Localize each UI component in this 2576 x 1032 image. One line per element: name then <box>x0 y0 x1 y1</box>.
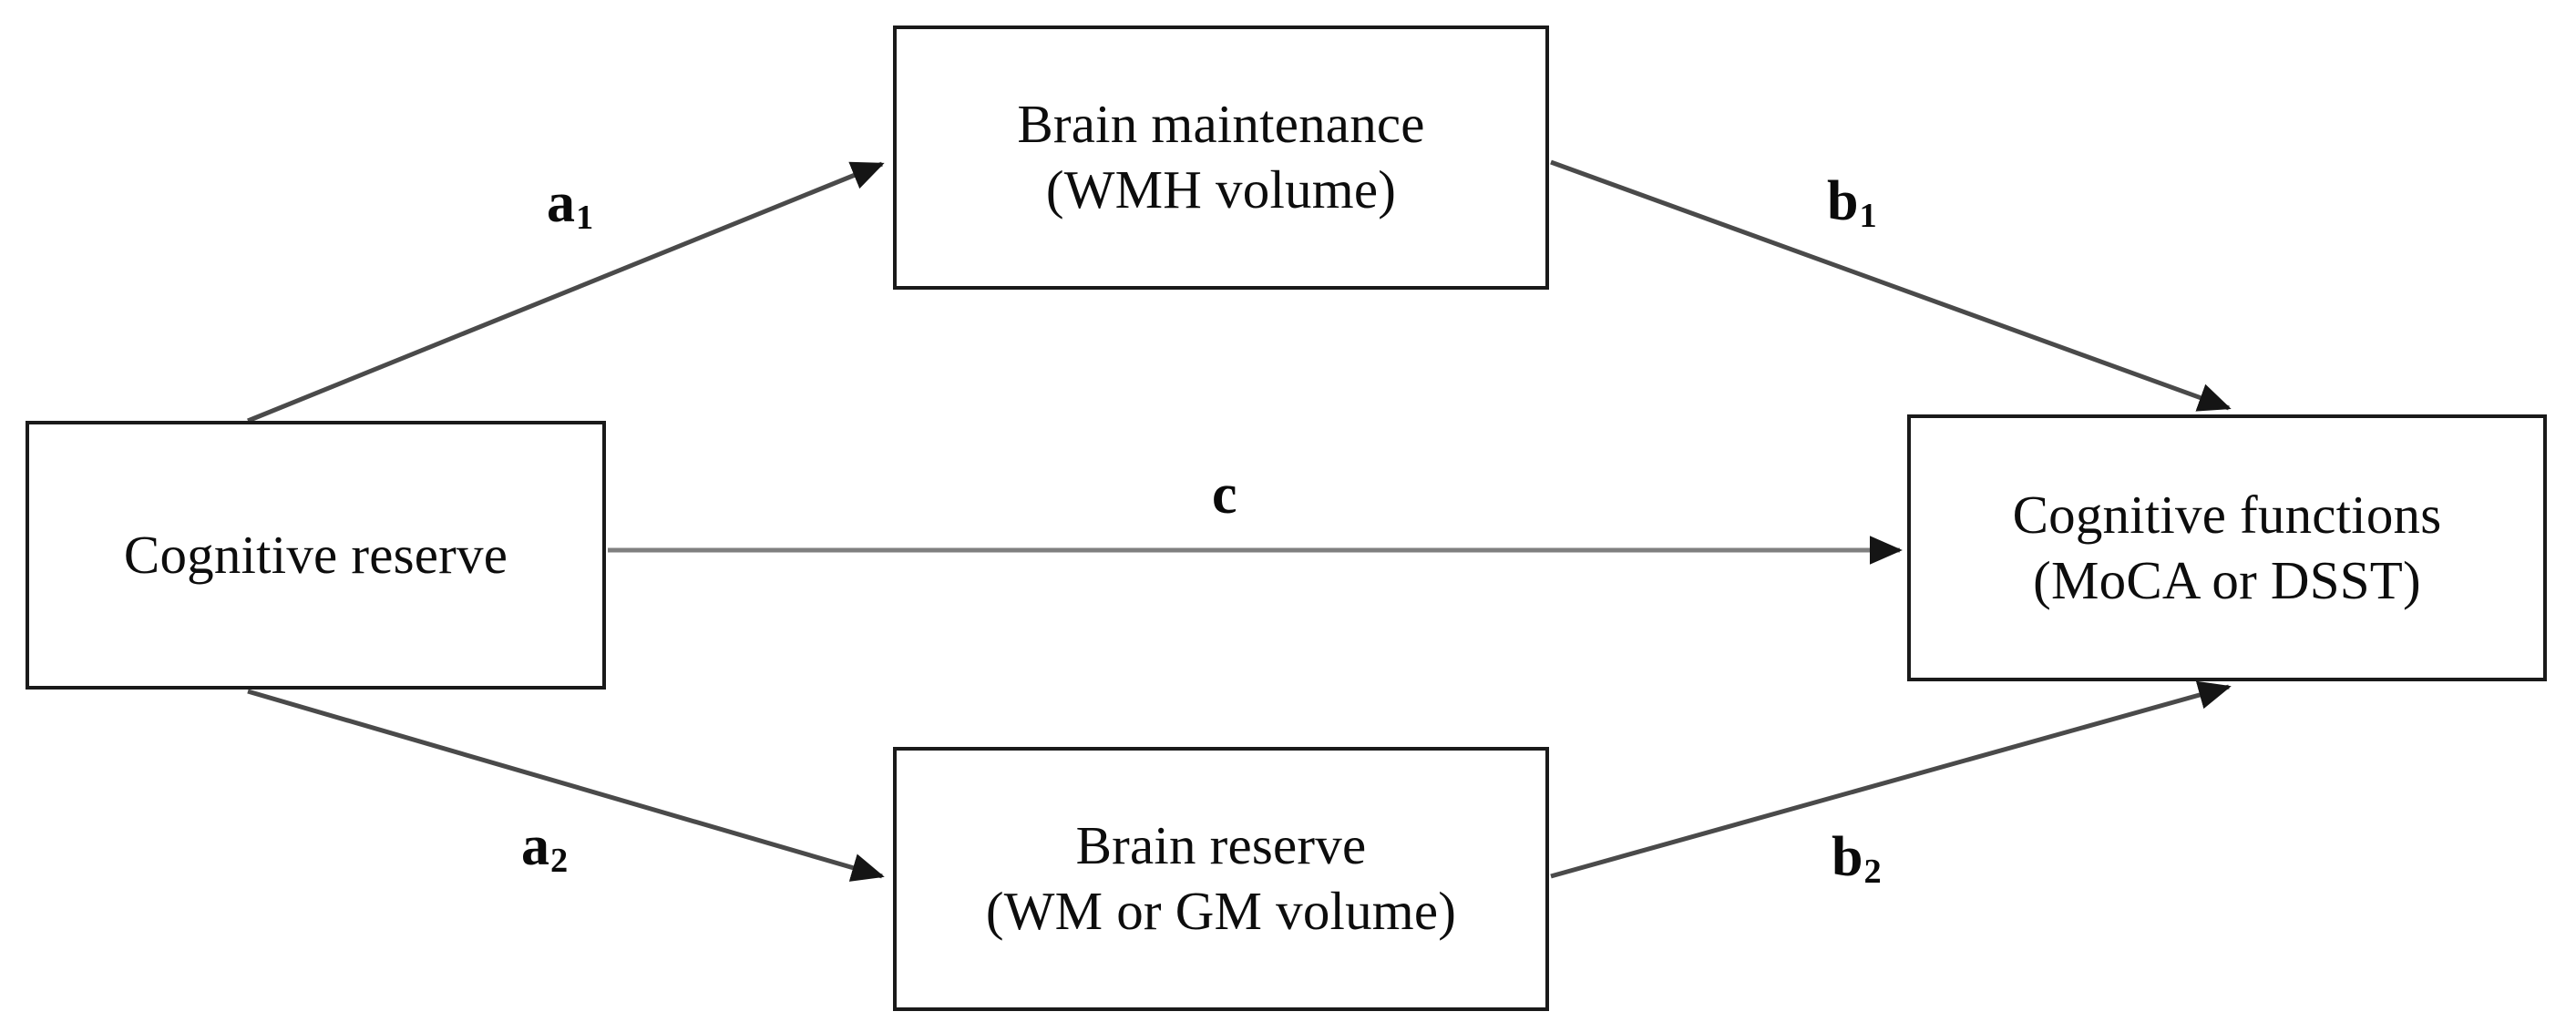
arrow-b2 <box>1550 680 2232 879</box>
node-brain-maintenance-line1: Brain maintenance <box>1017 94 1425 155</box>
node-brain-reserve-line2: (WM or GM volume) <box>985 881 1457 941</box>
node-brain-maintenance-line2: (WMH volume) <box>1045 159 1397 220</box>
node-cognitive-reserve-line1: Cognitive reserve <box>123 524 508 585</box>
path-label-b2-base: b <box>1832 826 1863 888</box>
path-label-b2-sub: 2 <box>1863 853 1882 892</box>
arrow-b1 <box>1550 159 2232 412</box>
path-label-a1-base: a <box>547 172 575 234</box>
node-cognitive-functions-line2: (MoCA or DSST) <box>2033 549 2421 610</box>
node-brain-reserve[interactable]: Brain reserve (WM or GM volume) <box>893 747 1549 1011</box>
path-label-a2-sub: 2 <box>550 842 569 881</box>
path-label-a1-sub: 1 <box>576 199 594 238</box>
arrow-a1 <box>247 161 885 424</box>
path-label-b1: b1 <box>1827 170 1877 234</box>
path-label-c-base: c <box>1212 464 1237 526</box>
path-label-a2: a2 <box>521 815 568 879</box>
path-label-b2: b2 <box>1832 826 1882 890</box>
node-cognitive-functions-line1: Cognitive functions <box>2012 484 2442 545</box>
node-brain-reserve-line1: Brain reserve <box>1075 815 1367 876</box>
path-label-b1-sub: 1 <box>1859 197 1877 236</box>
arrow-a2 <box>247 689 885 882</box>
path-label-a2-base: a <box>521 815 549 877</box>
path-label-a1: a1 <box>547 172 593 236</box>
node-cognitive-functions[interactable]: Cognitive functions (MoCA or DSST) <box>1907 414 2547 681</box>
node-cognitive-reserve[interactable]: Cognitive reserve <box>26 421 606 690</box>
path-label-c: c <box>1212 466 1238 523</box>
node-brain-maintenance[interactable]: Brain maintenance (WMH volume) <box>893 26 1549 290</box>
path-label-b1-base: b <box>1827 170 1859 232</box>
